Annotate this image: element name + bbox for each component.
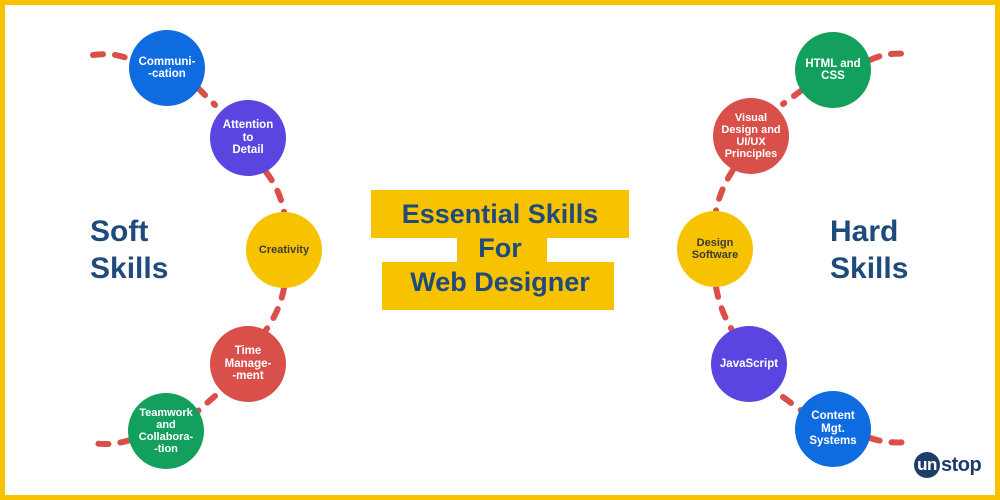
connector-time-teamwork: [195, 393, 218, 414]
connector-left-bottom-tail: [90, 437, 133, 447]
connector-creativity-time: [263, 285, 287, 333]
skill-node-time-management: Time Manage- -ment: [210, 326, 286, 402]
main-title: Essential Skills For Web Designer: [401, 199, 599, 297]
logo-badge: un: [914, 452, 940, 478]
logo-text: stop: [941, 453, 982, 476]
connector-attention-creativity: [263, 169, 287, 215]
skill-node-teamwork-collaboration: Teamwork and Collabora- -tion: [128, 393, 204, 469]
skill-node-communication: Communi- -cation: [129, 30, 205, 106]
title-bar-line-2: [457, 236, 547, 266]
connector-left-top-tail: [90, 51, 134, 63]
connector-design-software-javascript: [713, 284, 735, 333]
connector-communication-attention: [195, 85, 218, 108]
title-bar-line-3: [382, 262, 614, 310]
skill-node-html-css: HTML and CSS: [795, 32, 871, 108]
skill-node-javascript: JavaScript: [711, 326, 787, 402]
skill-node-visual-design-uiux: Visual Design and UI/UX Principles: [713, 98, 789, 174]
connector-right-bottom-tail: [867, 435, 910, 446]
main-title-block: Essential Skills For Web Designer: [371, 190, 629, 310]
soft-skills-heading: Soft Skills: [90, 215, 169, 285]
connector-visual-design-software: [713, 167, 736, 214]
connector-html-visual: [780, 87, 805, 107]
skill-node-attention-to-detail: Attention to Detail: [210, 100, 286, 176]
connector-right-top-tail: [867, 50, 910, 63]
title-bar-line-1: [371, 190, 629, 238]
skill-node-design-software: Design Software: [677, 211, 753, 287]
skill-node-content-mgt-systems: Content Mgt. Systems: [795, 391, 871, 467]
connector-javascript-content: [780, 394, 805, 414]
unstop-logo: un stop: [914, 452, 982, 478]
skill-node-creativity: Creativity: [246, 212, 322, 288]
hard-skills-heading: Hard Skills: [830, 215, 909, 285]
